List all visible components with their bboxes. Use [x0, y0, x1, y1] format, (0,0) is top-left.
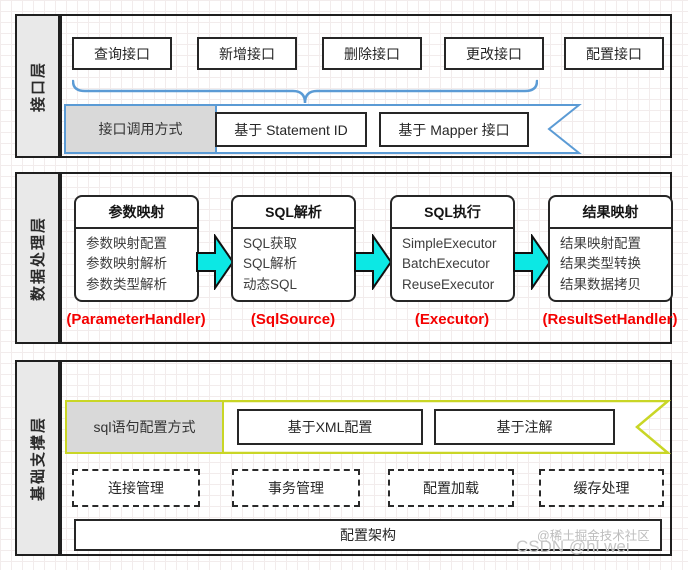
foundation-layer-label: 基础支撑层	[15, 360, 60, 556]
module-item: BatchExecutor	[402, 256, 490, 272]
arrow-right-icon	[354, 234, 392, 290]
banner-item-statement-id: 基于 Statement ID	[215, 112, 367, 147]
module-title: 结果映射	[550, 197, 671, 229]
module-item: 参数映射解析	[86, 256, 167, 272]
watermark-csdn: CSDN @hl wei	[516, 537, 630, 556]
module-items: SimpleExecutor BatchExecutor ReuseExecut…	[392, 229, 513, 295]
api-box-update: 更改接口	[444, 37, 544, 70]
processing-layer-panel: 参数映射 参数映射配置 参数映射解析 参数类型解析 SQL解析 SQL获取 SQ…	[60, 172, 678, 344]
api-box-query: 查询接口	[72, 37, 172, 70]
foundation-layer-panel: sql语句配置方式 基于XML配置 基于注解 连接管理 事务管理 配置加载 缓存…	[60, 360, 672, 556]
processing-layer-label-text: 数据处理层	[30, 215, 48, 301]
curly-brace-icon	[72, 79, 538, 104]
interface-layer-panel: 查询接口 新增接口 删除接口 更改接口 配置接口 接口调用方式 基于 State…	[60, 14, 672, 158]
module-item: ReuseExecutor	[402, 276, 495, 292]
api-box-delete: 删除接口	[322, 37, 422, 70]
support-box-config-loading: 配置加载	[388, 469, 514, 507]
banner-item-xml-config: 基于XML配置	[237, 409, 423, 445]
processing-layer-label: 数据处理层	[15, 172, 60, 344]
module-item: 结果数据拷贝	[560, 276, 641, 292]
banner-item-annotation: 基于注解	[434, 409, 615, 445]
module-sql-parsing: SQL解析 SQL获取 SQL解析 动态SQL	[231, 195, 356, 302]
module-items: SQL获取 SQL解析 动态SQL	[233, 229, 354, 295]
module-item: 结果类型转换	[560, 256, 641, 272]
module-item: 动态SQL	[243, 276, 298, 292]
invocation-banner: 接口调用方式 基于 Statement ID 基于 Mapper 接口	[64, 104, 582, 154]
module-sql-execution: SQL执行 SimpleExecutor BatchExecutor Reuse…	[390, 195, 515, 302]
interface-layer-label: 接口层	[15, 14, 60, 158]
handler-label-parameterhandler: (ParameterHandler)	[66, 311, 206, 328]
arrow-right-icon	[196, 234, 234, 290]
module-title: SQL解析	[233, 197, 354, 229]
invocation-banner-title: 接口调用方式	[64, 104, 217, 154]
api-box-insert: 新增接口	[197, 37, 297, 70]
support-box-connection: 连接管理	[72, 469, 200, 507]
module-item: SimpleExecutor	[402, 236, 497, 251]
module-item: 参数类型解析	[86, 276, 167, 292]
foundation-layer-label-text: 基础支撑层	[30, 415, 48, 501]
module-items: 参数映射配置 参数映射解析 参数类型解析	[76, 229, 197, 295]
sql-config-banner: sql语句配置方式 基于XML配置 基于注解	[65, 400, 671, 454]
module-result-mapping: 结果映射 结果映射配置 结果类型转换 结果数据拷贝	[548, 195, 673, 302]
module-item: 参数映射配置	[86, 236, 167, 251]
module-item: SQL解析	[243, 256, 298, 272]
module-title: SQL执行	[392, 197, 513, 229]
interface-layer-label-text: 接口层	[30, 60, 48, 112]
arrow-right-icon	[513, 234, 551, 290]
module-item: 结果映射配置	[560, 236, 641, 251]
watermark-community: @稀土掘金技术社区	[537, 529, 650, 543]
sql-config-banner-title: sql语句配置方式	[65, 400, 224, 454]
banner-item-mapper: 基于 Mapper 接口	[379, 112, 529, 147]
api-box-config: 配置接口	[564, 37, 664, 70]
handler-label-resultsethandler: (ResultSetHandler)	[542, 311, 678, 328]
module-title: 参数映射	[76, 197, 197, 229]
module-item: SQL获取	[243, 236, 298, 251]
support-box-transaction: 事务管理	[232, 469, 360, 507]
handler-label-sqlsource: (SqlSource)	[250, 311, 336, 328]
support-box-cache: 缓存处理	[539, 469, 664, 507]
handler-label-executor: (Executor)	[414, 311, 490, 328]
module-parameter-mapping: 参数映射 参数映射配置 参数映射解析 参数类型解析	[74, 195, 199, 302]
config-architecture-box: 配置架构	[74, 519, 662, 551]
module-items: 结果映射配置 结果类型转换 结果数据拷贝	[550, 229, 671, 295]
